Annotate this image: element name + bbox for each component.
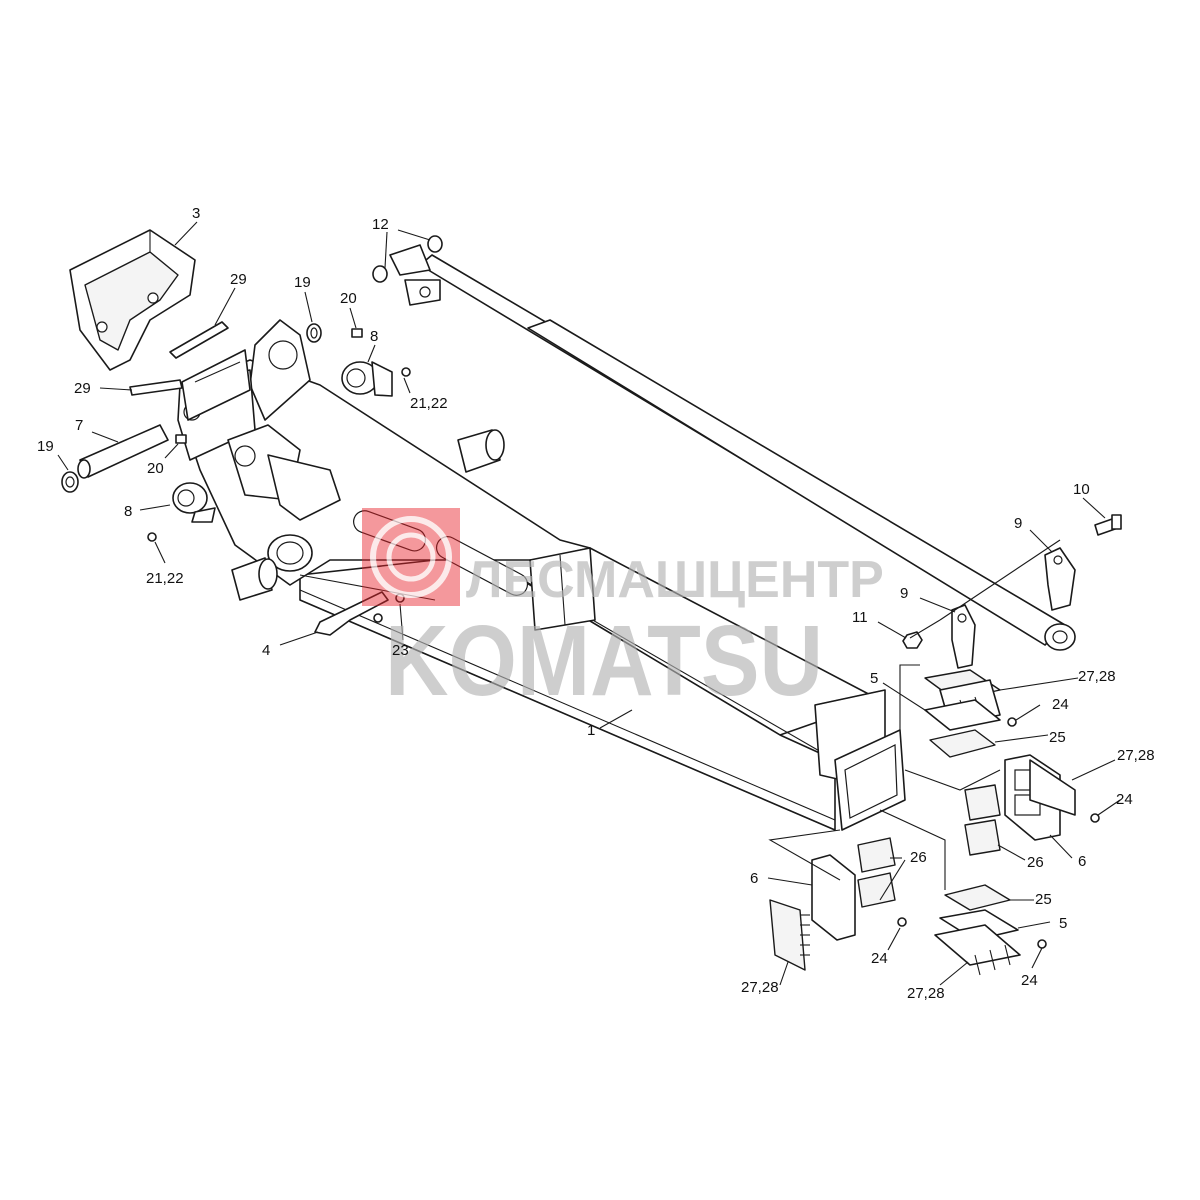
pin-29-lower (129, 379, 183, 396)
screw-24-a (1007, 717, 1017, 727)
callout-9-right: 9 (1014, 515, 1022, 532)
screw-21-22-upper (401, 367, 411, 377)
callout-8-lower: 8 (124, 503, 132, 520)
pad-26-left-bottom (857, 872, 896, 908)
callout-20-lower: 20 (147, 460, 164, 477)
pad-26-left-top (857, 837, 896, 873)
pad-26-right-bottom (964, 819, 1001, 856)
pin-7 (77, 424, 169, 479)
callout-23: 23 (392, 642, 409, 659)
pad-26-right-top (964, 784, 1001, 821)
callout-7: 7 (75, 417, 83, 434)
bushing-upper (457, 429, 505, 473)
clamp-9-right (1044, 547, 1076, 611)
washer-19-lower (61, 471, 79, 493)
callout-24-left: 24 (871, 950, 888, 967)
bolt-10 (1094, 514, 1122, 536)
nut-11 (902, 631, 923, 649)
callout-26-right: 26 (1027, 854, 1044, 871)
callout-19-upper: 19 (294, 274, 311, 291)
comb-shim-27-28-left (769, 899, 810, 971)
callout-29-upper: 29 (230, 271, 247, 288)
callout-21-22-upper: 21,22 (410, 395, 448, 412)
callout-24-bottom: 24 (1021, 972, 1038, 989)
callout-6-right: 6 (1078, 853, 1086, 870)
watermark: ЛЕСМАШЦЕНТР KOMATSU (362, 508, 884, 717)
wear-pad-lower (934, 884, 1021, 976)
pin-29-upper (169, 321, 229, 359)
callout-27-28-upper: 27,28 (1078, 668, 1116, 685)
bushing-lower (231, 557, 278, 601)
wear-pad-upper (924, 669, 1001, 758)
screw-24-d (1037, 939, 1047, 949)
watermark-brand: KOMATSU (385, 605, 823, 717)
boom-main-body (177, 319, 906, 831)
callout-6-left: 6 (750, 870, 758, 887)
screw-24-c (897, 917, 907, 927)
callout-26-left: 26 (910, 849, 927, 866)
watermark-company: ЛЕСМАШЦЕНТР (466, 551, 884, 609)
hydraulic-cylinder (372, 235, 1076, 651)
callout-10: 10 (1073, 481, 1090, 498)
clamp-9-left (951, 604, 976, 669)
callout-25-upper: 25 (1049, 729, 1066, 746)
callout-27-28-bottom: 27,28 (907, 985, 945, 1002)
callout-11: 11 (852, 609, 868, 626)
bushing-bracket-8-lower (172, 482, 216, 523)
cover-guard (69, 229, 196, 371)
comb-shim-27-28-right (1029, 759, 1076, 816)
bolt-20-upper (351, 328, 363, 338)
callout-1: 1 (587, 722, 595, 739)
bushing-bracket-8-upper (341, 361, 393, 397)
callout-4: 4 (262, 642, 270, 659)
callout-3: 3 (192, 205, 200, 222)
callout-24-upper: 24 (1052, 696, 1069, 713)
callout-8-upper: 8 (370, 328, 378, 345)
callout-20-upper: 20 (340, 290, 357, 307)
callout-5-upper: 5 (870, 670, 878, 687)
leader-lines (57, 221, 1121, 986)
callout-9-left: 9 (900, 585, 908, 602)
callout-12: 12 (372, 216, 389, 233)
screw-21-22-lower (147, 532, 157, 542)
callout-27-28-left: 27,28 (741, 979, 779, 996)
callout-19-lower: 19 (37, 438, 54, 455)
screw-24-b (1090, 813, 1100, 823)
callout-24-right: 24 (1116, 791, 1133, 808)
callout-5-lower: 5 (1059, 915, 1067, 932)
callout-27-28-right: 27,28 (1117, 747, 1155, 764)
callout-29-lower: 29 (74, 380, 91, 397)
washer-19-upper (306, 323, 322, 343)
callout-labels: 3 29 29 19 19 20 20 12 8 8 21,22 21,22 7… (37, 205, 1155, 1002)
bolt-20-lower (175, 434, 187, 444)
callout-25-lower: 25 (1035, 891, 1052, 908)
callout-21-22-lower: 21,22 (146, 570, 184, 587)
top-bracket (181, 349, 251, 421)
side-plate-6-left (811, 854, 856, 941)
watermark-logo-icon (362, 508, 460, 606)
